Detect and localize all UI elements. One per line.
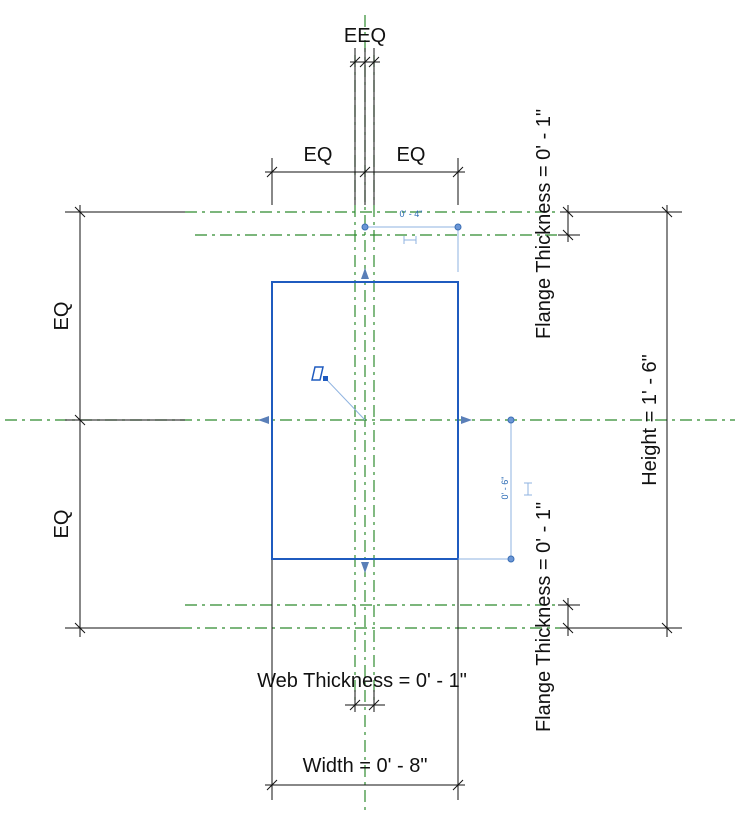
temp-dim-grip-left[interactable] <box>361 223 369 231</box>
shape-handle-bottom[interactable] <box>361 562 369 573</box>
origin-indicator <box>311 366 366 421</box>
eq-top-left-label[interactable]: EQ <box>304 144 333 166</box>
pin-icon[interactable] <box>311 366 324 381</box>
temporary-dimensions <box>361 223 532 563</box>
shape-handle-right[interactable] <box>461 416 472 424</box>
width-label[interactable]: Width = 0' - 8" <box>303 755 428 777</box>
temp-dim-grip-right[interactable] <box>454 223 462 231</box>
temp-dim-grip-top[interactable] <box>507 416 515 424</box>
dimension-lines <box>65 48 682 800</box>
shape-handle-left[interactable] <box>258 416 269 424</box>
reference-planes <box>5 15 735 815</box>
shape-handle-top[interactable] <box>361 268 369 279</box>
lock-icon[interactable] <box>323 376 328 381</box>
eq-left-upper-label[interactable]: EQ <box>51 302 73 331</box>
eq-left-lower-label[interactable]: EQ <box>51 510 73 539</box>
flange-thickness-bottom-label[interactable]: Flange Thickness = 0' - 1" <box>533 502 555 732</box>
eq-top-right-label[interactable]: EQ <box>397 144 426 166</box>
eeq-label[interactable]: EEQ <box>344 25 386 47</box>
flange-thickness-top-label[interactable]: Flange Thickness = 0' - 1" <box>533 109 555 339</box>
temp-dim-right-value[interactable]: 0' - 6" <box>500 477 510 500</box>
temp-dim-top-value[interactable]: 0' - 4" <box>400 209 423 219</box>
section-profile-sketch[interactable] <box>271 281 459 560</box>
web-thickness-label[interactable]: Web Thickness = 0' - 1" <box>257 670 467 692</box>
height-label[interactable]: Height = 1' - 6" <box>639 354 661 486</box>
temp-dim-grip-bottom[interactable] <box>507 555 515 563</box>
shape-handles <box>258 268 472 573</box>
